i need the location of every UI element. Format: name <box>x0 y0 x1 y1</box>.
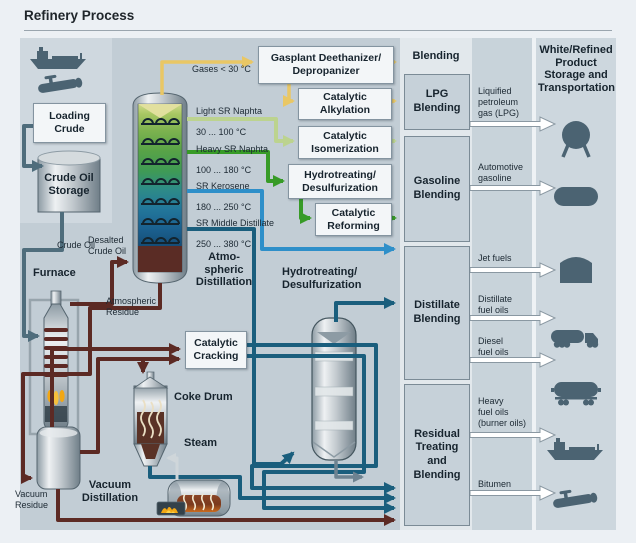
product-label-jet: Jet fuels <box>478 253 512 263</box>
furnace-label: Furnace <box>33 267 76 279</box>
coke-drum-label: Coke Drum <box>174 391 233 403</box>
product-label-distillate: Distillate fuel oils <box>478 294 513 315</box>
pipeline-icon <box>38 74 83 93</box>
hydrotreating-2-label: Hydrotreating/ Desulfurization <box>282 266 362 291</box>
middle-distillate-label: SR Middle Distillate 250 ... 380 °C <box>196 217 275 250</box>
vacuum-distillation-label: Vacuum Distillation <box>81 479 139 504</box>
lpg-blending-box: LPG Blending <box>404 74 470 130</box>
product-label-bitumen: Bitumen <box>478 479 512 489</box>
storage-panel-header: White/Refined Product Storage and Transp… <box>538 44 616 94</box>
catalytic-cracking-box: Catalytic Cracking <box>185 331 247 369</box>
light-naphta-label: Light SR Naphta 30 ... 100 °C <box>196 105 263 138</box>
ship-icon <box>547 438 603 460</box>
distillate-blending-box: Distillate Blending <box>404 246 470 380</box>
crude-oil-label: Crude Oil <box>57 240 96 250</box>
hydrotreating-box: Hydrotreating/ Desulfurization <box>288 164 392 199</box>
product-label-diesel: Diesel fuel oils <box>478 336 509 357</box>
kerosene-label: SR Kerosene 180 ... 250 °C <box>196 180 252 213</box>
atmospheric-distillation-label: Atmo- spheric Distillation <box>195 251 253 289</box>
rail-tankcar-icon <box>551 382 601 406</box>
sphere-tank-icon <box>561 121 591 158</box>
isomerization-box: Catalytic Isomerization <box>298 126 392 159</box>
crude-storage-label: Crude Oil Storage <box>44 172 94 197</box>
product-label-heavy: Heavy fuel oils (burner oils) <box>478 396 527 428</box>
ship-icon <box>30 47 86 69</box>
reforming-box: Catalytic Reforming <box>315 203 392 236</box>
desalted-crude-label: Desalted Crude Oil <box>88 235 127 256</box>
panel-divider <box>532 38 536 530</box>
gasplant-box: Gasplant Deethanizer/ Depropanizer <box>258 46 394 84</box>
residual-blending-box: Residual Treating and Blending <box>404 384 470 526</box>
atmospheric-residue-label: Atmospheric Residue <box>106 296 157 317</box>
storage-tank-icon <box>560 257 592 283</box>
product-label-gasoline: Automotive gasoline <box>478 162 524 183</box>
loading-crude-box: Loading Crude <box>33 103 106 143</box>
tanker-truck-icon <box>551 330 599 348</box>
gasoline-blending-box: Gasoline Blending <box>404 136 470 242</box>
page-title: Refinery Process <box>24 8 135 23</box>
cylinder-tank-icon <box>554 187 598 206</box>
title-underline <box>24 30 612 31</box>
pipeline-icon <box>553 489 598 508</box>
heavy-naphta-label: Heavy SR Naphta 100 ... 180 °C <box>196 143 269 176</box>
gases-label: Gases < 30 °C <box>192 64 251 74</box>
steam-label: Steam <box>184 437 218 449</box>
alkylation-box: Catalytic Alkylation <box>298 88 392 120</box>
vacuum-residue-label: Vacuum Residue <box>15 489 49 510</box>
blending-header: Blending <box>412 50 460 62</box>
product-label-lpg: Liquified petroleum gas (LPG) <box>478 86 520 118</box>
